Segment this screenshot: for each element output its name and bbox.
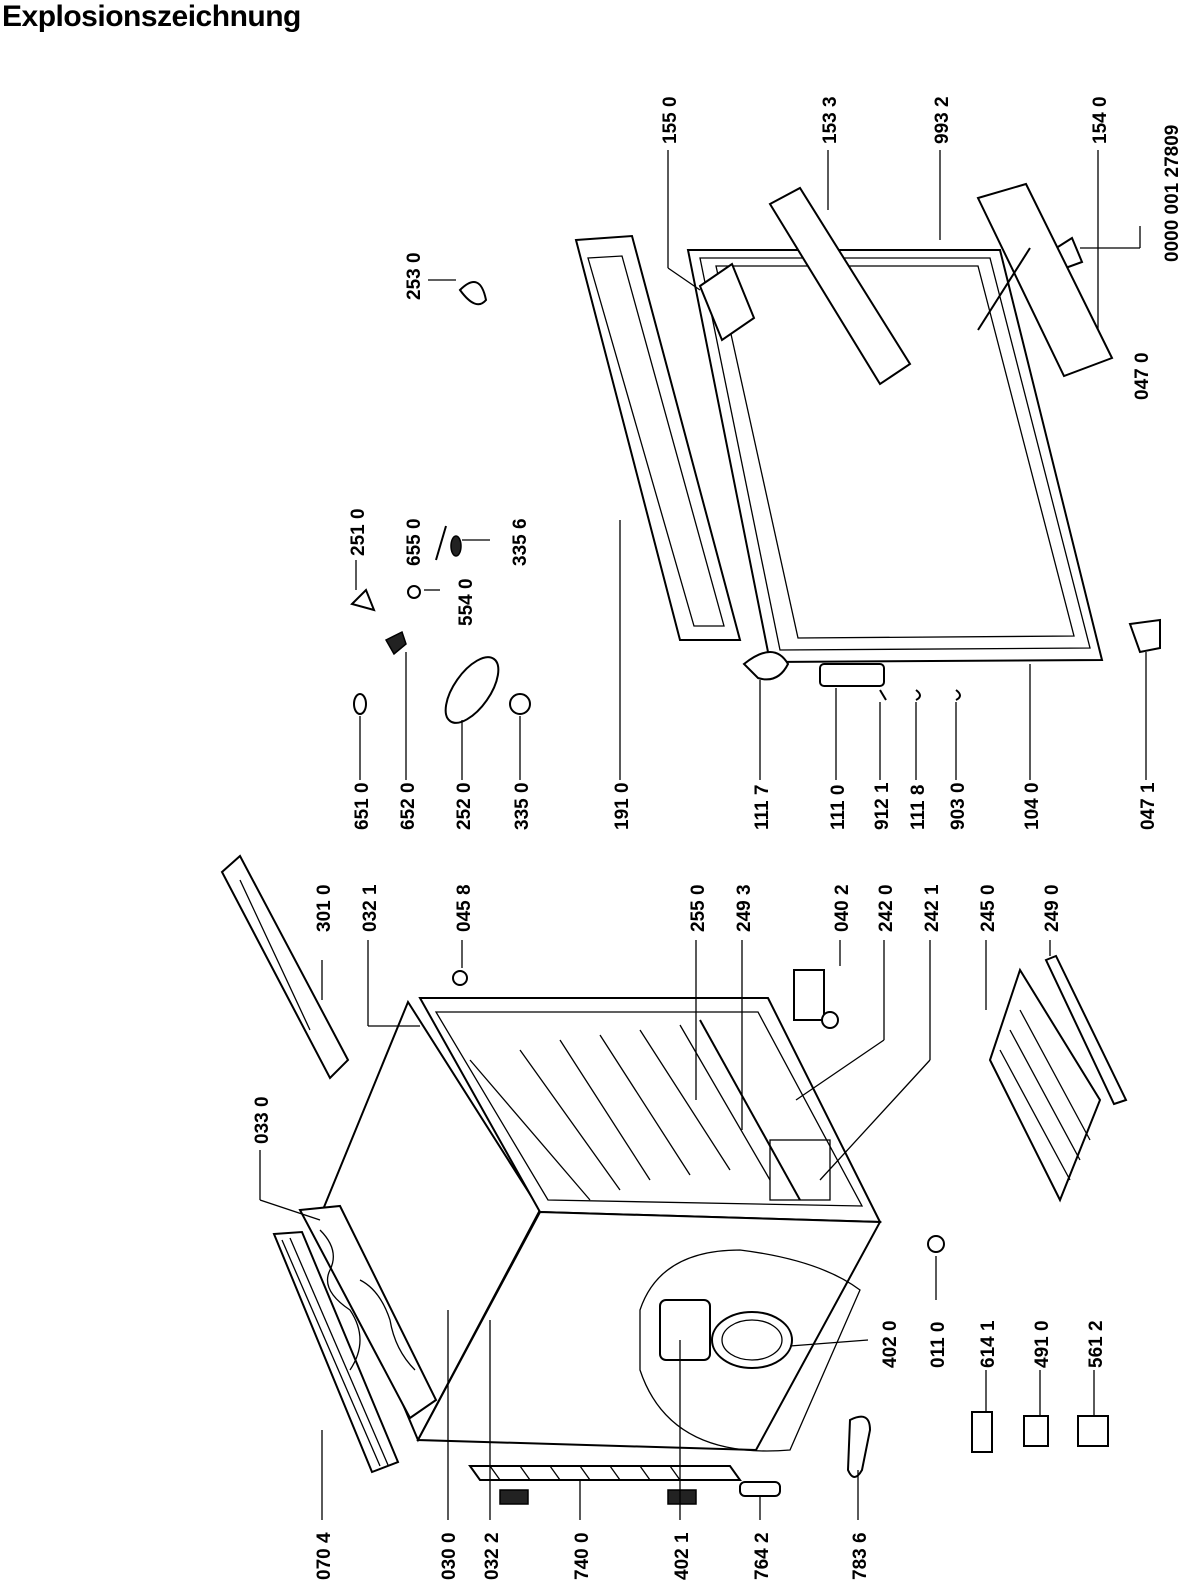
label-655-0: 655 0 (404, 518, 425, 566)
label-047-1: 047 1 (1138, 782, 1159, 830)
switch-652 (384, 630, 407, 656)
label-740-0: 740 0 (572, 1532, 593, 1580)
page-title: Explosionszeichnung (2, 0, 301, 33)
label-033-0: 033 0 (252, 1096, 273, 1144)
door-shelf-lower (976, 182, 1114, 378)
label-040-2: 040 2 (832, 884, 853, 932)
label-903-0: 903 0 (948, 782, 969, 830)
label-912-1: 912 1 (872, 782, 893, 830)
hinge-bracket (793, 969, 825, 1021)
label-153-3: 153 3 (820, 96, 841, 144)
label-249-3: 249 3 (734, 884, 755, 932)
screw-912 (879, 689, 887, 701)
label-191-0: 191 0 (612, 782, 633, 830)
label-783-6: 783 6 (850, 1532, 871, 1580)
thermometer (977, 247, 1031, 331)
label-614-1: 614 1 (978, 1320, 999, 1368)
label-402-1: 402 1 (672, 1532, 693, 1580)
label-104-0: 104 0 (1022, 782, 1043, 830)
label-993-2: 993 2 (932, 96, 953, 144)
label-252-0: 252 0 (454, 782, 475, 830)
label-032-2: 032 2 (482, 1532, 503, 1580)
label-651-0: 651 0 (352, 782, 373, 830)
label-111-8: 111 8 (908, 785, 929, 830)
filter-drier (739, 1481, 781, 1497)
hinge-pin (821, 1011, 839, 1029)
label-155-0: 155 0 (660, 96, 681, 144)
wire-shelf (988, 967, 1102, 1203)
bottom-hinge (1128, 618, 1161, 654)
part-491 (1023, 1415, 1049, 1447)
part-655 (435, 525, 447, 561)
label-335-6: 335 6 (510, 518, 531, 566)
screw-045 (452, 970, 468, 986)
door-handle (819, 663, 885, 687)
part-614 (971, 1411, 993, 1453)
label-301-0: 301 0 (314, 884, 335, 932)
condenser (468, 1465, 742, 1505)
part-554 (407, 585, 421, 599)
decor-panel (298, 1204, 438, 1420)
label-253-0: 253 0 (404, 252, 425, 300)
knob-335 (509, 693, 531, 715)
label-245-0: 245 0 (978, 884, 999, 932)
label-011-0: 011 0 (928, 1322, 949, 1369)
label-047-0: 047 0 (1132, 352, 1153, 400)
label-402-0: 402 0 (880, 1320, 901, 1368)
label-154-0: 154 0 (1090, 96, 1111, 144)
label-554-0: 554 0 (456, 578, 477, 626)
label-255-0: 255 0 (688, 884, 709, 932)
handle-cover (742, 651, 790, 681)
label-242-0: 242 0 (876, 884, 897, 932)
doc-number: 0000 001 27809 (1162, 125, 1183, 262)
door-seal (574, 234, 742, 641)
label-764-2: 764 2 (752, 1532, 773, 1580)
label-251-0: 251 0 (348, 508, 369, 556)
label-030-0: 030 0 (439, 1532, 460, 1580)
shelf-profile (1044, 954, 1128, 1106)
cabinet-body (320, 997, 882, 1452)
leader-lines (259, 150, 1147, 1520)
part-253 (458, 281, 488, 306)
part-labels: 070 4 030 0 032 2 740 0 402 1 764 2 783 … (252, 96, 1183, 1580)
label-045-8: 045 8 (454, 884, 475, 932)
door (686, 249, 1104, 664)
egg-tray (698, 262, 756, 342)
control-panel (220, 854, 350, 1080)
thermostat-housing (444, 656, 500, 724)
tube-clip (846, 1415, 872, 1478)
label-335-0: 335 0 (512, 782, 533, 830)
label-032-1: 032 1 (360, 884, 381, 932)
label-652-0: 652 0 (398, 782, 419, 830)
lamp (353, 693, 367, 715)
door-shelf-upper (768, 186, 912, 386)
label-070-4: 070 4 (314, 1532, 335, 1580)
label-561-2: 561 2 (1086, 1320, 1107, 1368)
foot-screw (927, 1235, 945, 1253)
label-249-0: 249 0 (1042, 884, 1063, 932)
part-1118 (915, 689, 921, 701)
label-111-7: 111 7 (752, 785, 773, 830)
part-903 (955, 689, 961, 701)
part-251 (350, 588, 376, 612)
spring-335-6 (450, 535, 462, 557)
compressor-area (639, 1249, 861, 1452)
label-242-1: 242 1 (922, 884, 943, 932)
label-491-0: 491 0 (1032, 1320, 1053, 1368)
part-561 (1077, 1415, 1109, 1447)
label-111-0: 111 0 (828, 785, 849, 830)
front-grille (272, 1230, 400, 1474)
